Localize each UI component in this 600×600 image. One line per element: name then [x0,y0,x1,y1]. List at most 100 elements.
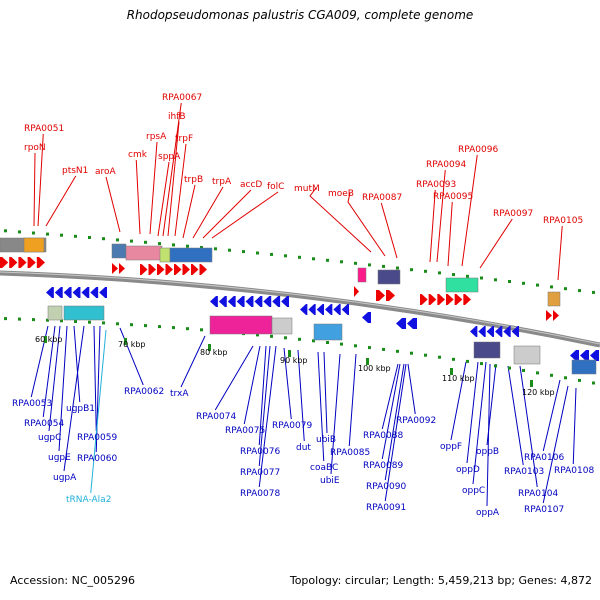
gene-label-aroa: aroA [95,167,117,177]
reverse-gene-arrow [300,304,308,315]
gene-block [159,247,171,263]
scale-dot [578,289,581,293]
scale-dot [46,318,49,322]
tick-label-90-kbp: 90 kbp [280,356,308,365]
scale-dot [382,347,385,351]
reverse-gene-arrow [570,350,579,361]
callout-line-rpa0103 [507,365,524,466]
reverse-gene-arrow [316,304,324,315]
gene-block [23,237,45,253]
scale-dot [494,278,497,282]
gene-label-rpa0090: RPA0090 [366,482,406,492]
scale-dot [144,240,147,244]
callout-line-rpon [33,152,36,227]
scale-dot [550,285,553,289]
callout-line-oppc [472,361,487,485]
scale-dot [144,324,147,328]
scale-dot [284,254,287,258]
forward-gene-arrow [386,290,395,301]
gene-blocks [0,237,599,375]
callout-line-ugpb1 [73,325,81,403]
reverse-gene-arrow [81,287,90,298]
gene-block [313,323,343,341]
reverse-gene-arrow [263,296,272,307]
gene-label-ugpa: ugpA [53,473,77,483]
gene-label-trna-ala2: tRNA-Ala2 [66,495,111,505]
gene-block [513,345,541,365]
scale-dot [354,344,357,348]
gene-label-accd: accD [240,180,262,190]
scale-dot [592,381,595,385]
gene-label-rpa0085: RPA0085 [330,448,370,458]
gene-label-ubie: ubiE [320,476,340,486]
gene-label-rpa0059: RPA0059 [77,433,117,443]
tick-mark [450,368,453,375]
gene-label-rpa0078: RPA0078 [240,489,280,499]
scale-dot [102,321,105,325]
reverse-gene-arrow [362,312,371,323]
scale-dot [480,276,483,280]
gene-label-rpa0096: RPA0096 [458,145,498,155]
reverse-gene-arrow [236,296,245,307]
callout-line-oppd [466,361,479,464]
forward-gene-arrow [112,263,118,274]
callout-line-ubie [330,353,341,475]
scale-dot [242,250,245,254]
callout-line-rpa0054 [42,325,56,418]
reverse-gene-arrow [99,287,107,298]
scale-dot [32,318,35,322]
tick-label-110-kbp: 110 kbp [442,374,475,383]
scale-dot [74,320,77,323]
scale-dot [466,274,469,278]
gene-label-rpa0093: RPA0093 [416,180,456,190]
gene-label-cmk: cmk [128,150,148,160]
scale-dot [200,328,203,332]
forward-gene-arrow [174,264,182,275]
forward-gene-arrow [27,257,36,268]
callout-line-dut [297,349,305,442]
scale-dot [88,236,91,239]
gene-label-rpa0062: RPA0062 [124,387,164,397]
gene-label-rpa0106: RPA0106 [524,453,564,463]
callout-line-rpa0095 [447,201,453,267]
scale-dot [74,234,77,238]
reverse-gene-arrow [46,287,54,298]
callout-line-rpa0108 [572,387,577,465]
scale-dot [382,264,385,268]
scale-dot [256,333,259,337]
gene-label-ubib: ubiB [316,435,336,445]
scale-dot [4,229,7,233]
reverse-gene-arrow [72,287,81,298]
tick-mark [530,380,533,387]
tick-mark [288,350,291,357]
reverse-gene-arrow [470,326,478,337]
forward-gene-arrow [191,264,199,275]
reverse-gene-arrow [478,326,486,337]
callout-line-folc [211,191,279,239]
callout-line-rpa0105 [557,225,563,281]
callout-line-aroa [105,176,121,233]
gene-label-rpa0105: RPA0105 [543,216,583,226]
gene-block [63,305,105,321]
callout-line-ugpa [63,325,85,472]
scale-dot [158,325,161,329]
gene-label-coabc: coaBC [310,463,338,473]
gene-block [111,243,127,259]
gene-label-oppb: oppB [476,447,499,457]
reverse-gene-arrow [308,304,316,315]
gene-block [357,267,367,283]
gene-label-trpa: trpA [212,177,232,187]
gene-label-trpb: trpB [184,175,203,185]
map-title: Rhodopseudomonas palustris CGA009, compl… [126,8,474,22]
scale-dot [284,336,287,340]
scale-dot [452,273,455,277]
genome-summary: Topology: circular; Length: 5,459,213 bp… [289,574,592,587]
scale-dot [46,232,49,236]
scale-dot [452,357,455,361]
gene-label-rpa0051: RPA0051 [24,124,64,134]
gene-block [473,341,501,359]
scale-dot [102,237,105,241]
forward-gene-arrow [354,286,359,297]
